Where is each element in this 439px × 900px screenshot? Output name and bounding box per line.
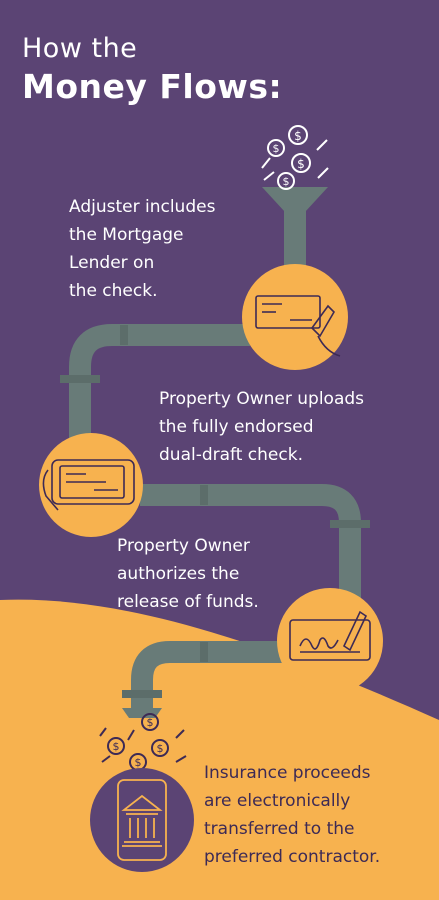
step3-line: Property Owner xyxy=(117,536,250,556)
svg-text:$: $ xyxy=(113,740,120,753)
title-line-1: How the xyxy=(22,33,138,64)
coin-icon: $ xyxy=(288,125,308,145)
step2-circle xyxy=(39,433,143,537)
phone-check-icon xyxy=(42,459,135,511)
step3-circle xyxy=(277,588,383,694)
coin-icon: $ xyxy=(277,172,295,190)
coin-icon: $ xyxy=(107,737,125,755)
step4-line: are electronically xyxy=(204,791,351,811)
svg-text:$: $ xyxy=(294,129,302,143)
pipe-segment-2 xyxy=(69,324,250,445)
step1-line: the Mortgage xyxy=(69,225,184,245)
step4-text: Insurance proceeds are electronically tr… xyxy=(204,759,434,871)
pipe-system xyxy=(69,215,361,710)
title-line-2: Money Flows: xyxy=(22,67,283,106)
step1-line: the check. xyxy=(69,281,158,301)
step2-line: dual-draft check. xyxy=(159,445,303,465)
svg-text:$: $ xyxy=(147,716,154,729)
svg-text:$: $ xyxy=(157,742,164,755)
svg-text:$: $ xyxy=(283,175,290,188)
step2-line: the fully endorsed xyxy=(159,417,314,437)
svg-text:$: $ xyxy=(297,157,305,171)
check-icon xyxy=(255,295,341,357)
top-funnel xyxy=(262,187,328,212)
coin-icon: $ xyxy=(141,713,159,731)
step1-line: Adjuster includes xyxy=(69,197,216,217)
step1-circle xyxy=(242,264,348,370)
top-coins: $ $ $ $ xyxy=(261,125,329,190)
step2-text: Property Owner uploads the fully endorse… xyxy=(159,385,429,469)
step1-line: Lender on xyxy=(69,253,155,273)
step4-circle xyxy=(90,768,194,872)
pipe-joints xyxy=(60,325,370,698)
bottom-funnel xyxy=(122,708,162,718)
step1-text: Adjuster includes the Mortgage Lender on… xyxy=(69,193,269,305)
svg-text:$: $ xyxy=(273,142,280,155)
bottom-coins: $ $ $ $ xyxy=(99,713,187,771)
step3-line: authorizes the xyxy=(117,564,240,584)
step4-line: transferred to the xyxy=(204,819,355,839)
coin-icon: $ xyxy=(291,153,311,173)
step3-line: release of funds. xyxy=(117,592,259,612)
pipe-segment-4 xyxy=(131,641,290,710)
step4-line: Insurance proceeds xyxy=(204,763,371,783)
signature-icon xyxy=(289,610,371,661)
step4-line: preferred contractor. xyxy=(204,847,381,867)
bank-icon xyxy=(117,779,167,861)
coin-icon: $ xyxy=(151,739,169,757)
step2-line: Property Owner uploads xyxy=(159,389,365,409)
svg-text:$: $ xyxy=(135,756,142,769)
step3-text: Property Owner authorizes the release of… xyxy=(117,532,317,616)
coin-icon: $ xyxy=(267,139,285,157)
